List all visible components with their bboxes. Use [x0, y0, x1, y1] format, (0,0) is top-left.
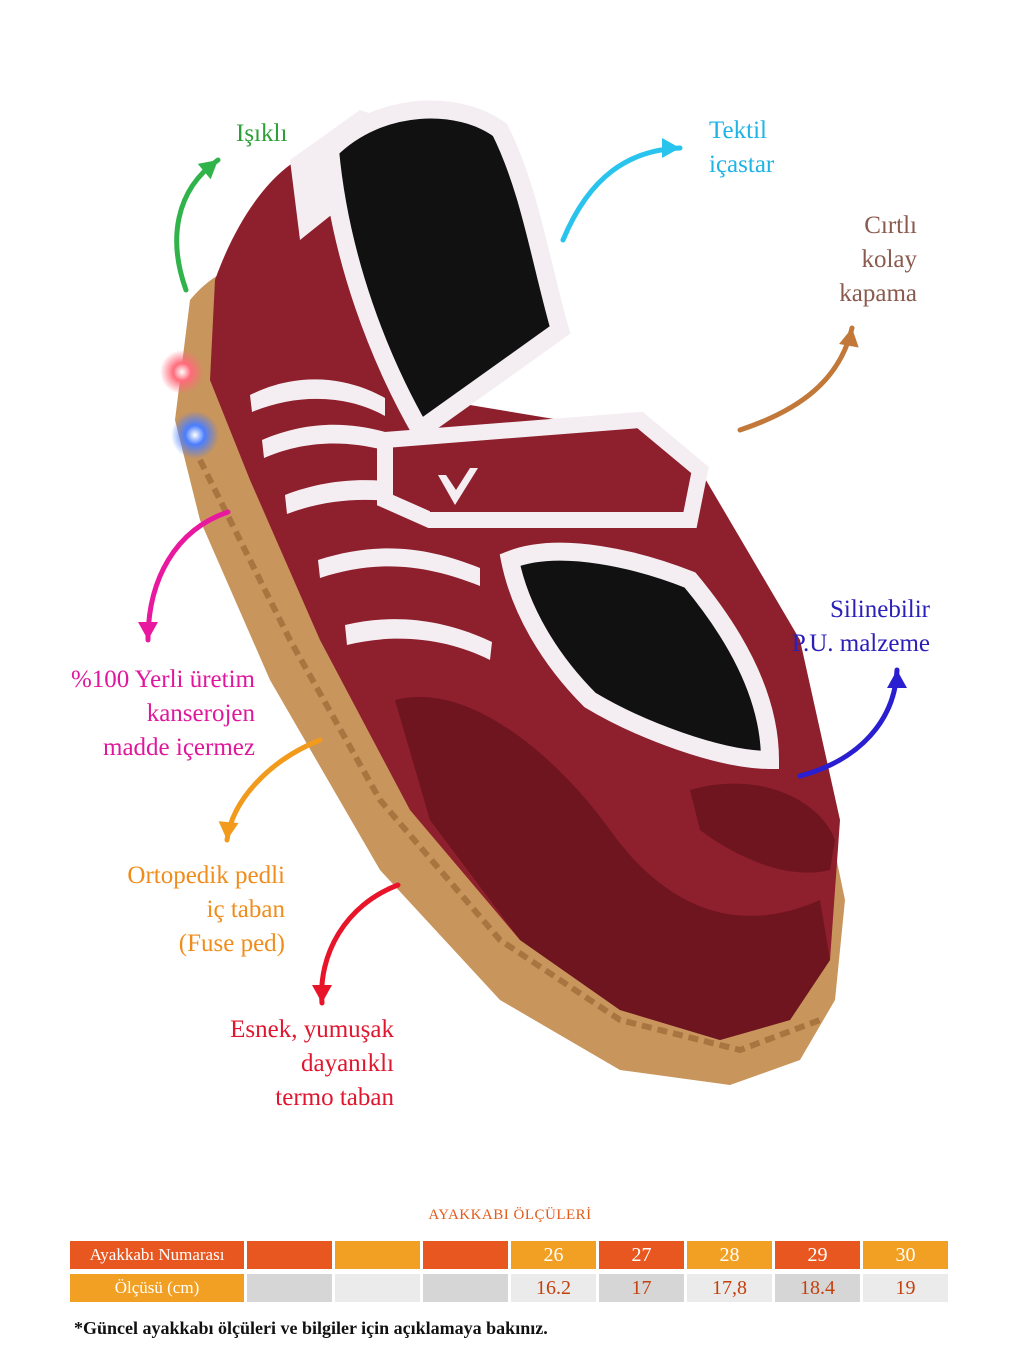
size-cell: 27 — [599, 1241, 684, 1269]
size-table-title: AYAKKABI ÖLÇÜLERİ — [428, 1207, 592, 1223]
shoe-stripes — [250, 379, 492, 660]
size-cell: 28 — [687, 1241, 772, 1269]
size-cell: 30 — [863, 1241, 948, 1269]
feature-label-velcro: Cırtlı kolay kapama — [839, 209, 917, 311]
length-row-label: Ölçüsü (cm) — [70, 1274, 244, 1302]
length-cell: 18.4 — [775, 1274, 860, 1302]
length-cell: 16.2 — [511, 1274, 596, 1302]
feature-line: iç taban — [206, 896, 285, 923]
length-cell — [423, 1274, 508, 1302]
feature-line: Tektil — [709, 117, 767, 144]
feature-label-insole: Ortopedik pedli iç taban (Fuse ped) — [127, 859, 285, 961]
shoe-illustration — [160, 100, 845, 1086]
size-cell — [423, 1241, 508, 1269]
feature-line: kapama — [839, 280, 917, 307]
feature-label-sole: Esnek, yumuşak dayanıklı termo taban — [230, 1013, 394, 1115]
feature-line: içastar — [709, 151, 775, 178]
feature-line: (Fuse ped) — [178, 930, 285, 957]
length-cell — [335, 1274, 420, 1302]
feature-line: Işıklı — [236, 120, 288, 147]
feature-line: kanserojen — [146, 700, 255, 727]
size-cell: 26 — [511, 1241, 596, 1269]
length-cell — [247, 1274, 332, 1302]
feature-line: Cırtlı — [864, 212, 917, 239]
feature-line: dayanıklı — [300, 1050, 394, 1077]
feature-line: P.U. malzeme — [791, 630, 930, 657]
feature-label-lighted: Işıklı — [236, 117, 287, 151]
feature-line: Esnek, yumuşak — [230, 1016, 394, 1043]
size-cell: 29 — [775, 1241, 860, 1269]
length-cell: 17,8 — [687, 1274, 772, 1302]
feature-line: %100 Yerli üretim — [70, 666, 255, 693]
feature-line: kolay — [861, 246, 917, 273]
shoe-lining — [320, 100, 571, 444]
shoe-toe-suede — [395, 696, 830, 1040]
length-cell: 17 — [599, 1274, 684, 1302]
feature-line: termo taban — [275, 1084, 394, 1111]
feature-label-local-production: %100 Yerli üretim kanserojen madde içermez — [71, 663, 255, 765]
size-row-label: Ayakkabı Numarası — [70, 1241, 244, 1269]
size-cell — [247, 1241, 332, 1269]
feature-line: Silinebilir — [830, 596, 930, 623]
footnote: *Güncel ayakkabı ölçüleri ve bilgiler iç… — [74, 1318, 548, 1338]
blue-light — [171, 411, 219, 459]
brand-logo — [430, 462, 480, 512]
length-cell: 19 — [863, 1274, 948, 1302]
size-cell — [335, 1241, 420, 1269]
feature-line: Ortopedik pedli — [127, 862, 285, 889]
feature-line: madde içermez — [103, 734, 255, 761]
feature-label-textile: Tektil içastar — [709, 114, 774, 182]
red-light — [160, 350, 204, 394]
